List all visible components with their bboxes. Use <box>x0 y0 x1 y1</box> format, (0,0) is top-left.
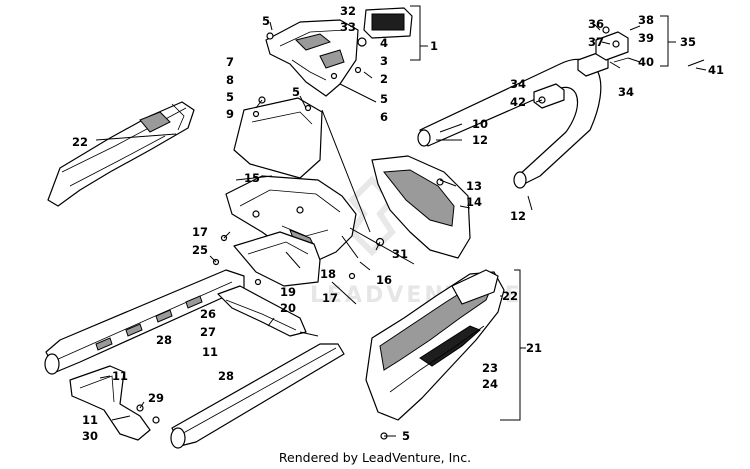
callout-23: 23 <box>482 361 498 375</box>
callout-9: 9 <box>226 107 234 121</box>
callout-5c: 5 <box>226 90 234 104</box>
left-rear-bracket-rail-part <box>44 269 245 375</box>
left-side-trim-part <box>47 101 195 207</box>
callout-12a: 12 <box>472 133 488 147</box>
handle-hardware-parts <box>595 26 705 67</box>
callout-35: 35 <box>680 35 696 49</box>
callout-33: 33 <box>340 20 356 34</box>
callout-29: 29 <box>148 391 164 405</box>
callout-5e: 5 <box>402 429 410 443</box>
callout-1: 1 <box>430 39 438 53</box>
side-panel-assembly-part <box>365 269 505 421</box>
callout-10: 10 <box>472 117 488 131</box>
callout-22b: 22 <box>502 289 518 303</box>
callout-2: 2 <box>380 72 388 86</box>
callout-15: 15 <box>244 171 260 185</box>
callout-3: 3 <box>380 54 388 68</box>
callout-28a: 28 <box>156 333 172 347</box>
callout-17a: 17 <box>192 225 208 239</box>
callout-24: 24 <box>482 377 498 391</box>
callout-34a: 34 <box>510 77 526 91</box>
flap-plate-part <box>233 97 323 179</box>
callout-30: 30 <box>82 429 98 443</box>
callout-5d: 5 <box>292 85 300 99</box>
right-side-panel-part <box>371 155 471 259</box>
callout-22a: 22 <box>72 135 88 149</box>
callout-42: 42 <box>510 95 526 109</box>
callout-27: 27 <box>200 325 216 339</box>
callout-31: 31 <box>392 247 408 261</box>
callout-11c: 11 <box>82 413 98 427</box>
bumper-bracket-parts <box>217 285 307 337</box>
tail-light-part <box>357 7 413 47</box>
callout-14: 14 <box>466 195 482 209</box>
lower-bracket-parts <box>69 365 160 441</box>
rear-bumper-tube-part <box>170 343 345 449</box>
callout-41: 41 <box>708 63 724 77</box>
callout-38: 38 <box>638 13 654 27</box>
callout-39: 39 <box>638 31 654 45</box>
leader-lines <box>95 5 707 437</box>
callout-34b: 34 <box>618 85 634 99</box>
callout-26: 26 <box>200 307 216 321</box>
rendered-by-footer: Rendered by LeadVenture, Inc. <box>278 450 472 465</box>
callout-11a: 11 <box>112 369 128 383</box>
callout-25: 25 <box>192 243 208 257</box>
callout-13: 13 <box>466 179 482 193</box>
callout-5a: 5 <box>262 14 270 28</box>
callout-40: 40 <box>638 55 654 69</box>
callout-8: 8 <box>226 73 234 87</box>
callout-21: 21 <box>526 341 542 355</box>
callout-5b: 5 <box>380 92 388 106</box>
callout-36: 36 <box>588 17 604 31</box>
callout-32: 32 <box>340 4 356 18</box>
callout-18: 18 <box>320 267 336 281</box>
callout-7: 7 <box>226 55 234 69</box>
callout-4: 4 <box>380 36 388 50</box>
part-callouts: 1 2 3 4 5 5 5 5 5 6 7 8 9 10 11 11 11 12… <box>72 4 724 443</box>
callout-20: 20 <box>280 301 296 315</box>
callout-17b: 17 <box>322 291 338 305</box>
callout-16: 16 <box>376 273 392 287</box>
callout-28b: 28 <box>218 369 234 383</box>
callout-19: 19 <box>280 285 296 299</box>
left-side-panel-part <box>233 231 321 287</box>
callout-12b: 12 <box>510 209 526 223</box>
callout-6: 6 <box>380 110 388 124</box>
callout-11b: 11 <box>202 345 218 359</box>
callout-37: 37 <box>588 35 604 49</box>
